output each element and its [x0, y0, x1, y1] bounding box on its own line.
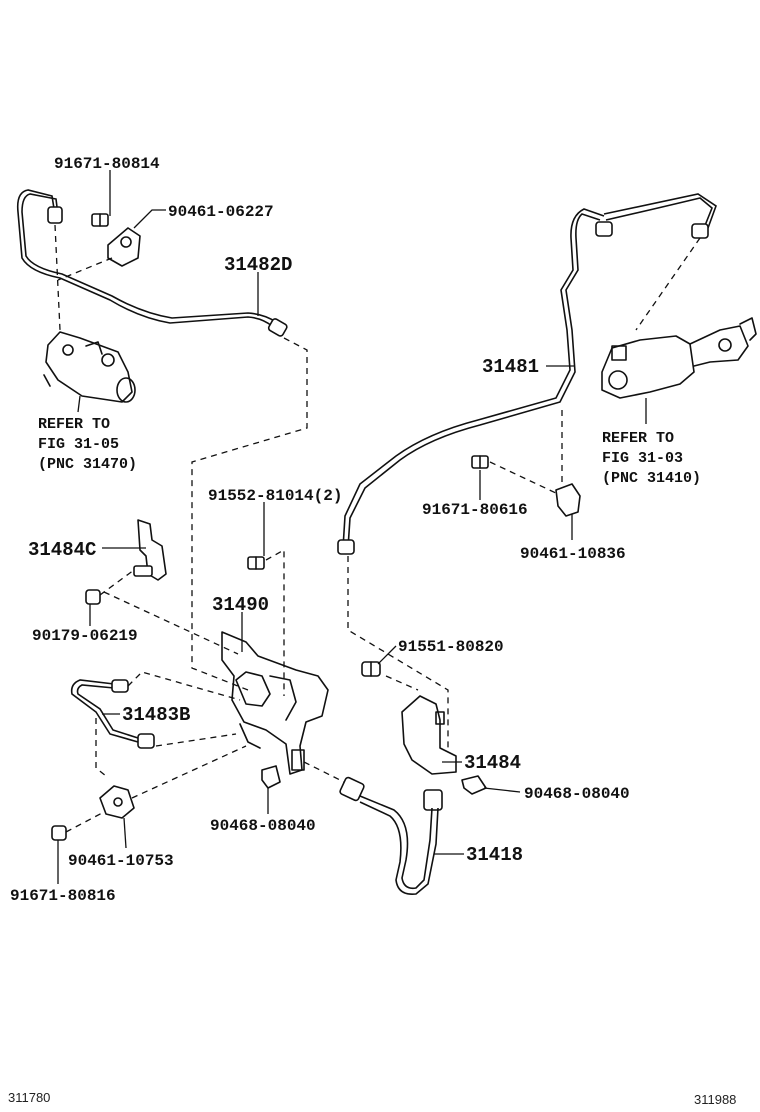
clip-90468-08040-b[interactable]	[461, 775, 487, 795]
dash-link-10	[127, 671, 241, 701]
label-31484: 31484	[464, 752, 521, 774]
label-90461-10753: 90461-10753	[68, 852, 174, 870]
label-31481: 31481	[482, 356, 539, 378]
dash-link-16	[385, 675, 419, 691]
clamp-90461-10836[interactable]	[555, 483, 581, 517]
refer-left-line1: REFER TO	[38, 416, 110, 433]
label-90461-10836: 90461-10836	[520, 545, 626, 563]
dash-link-15	[347, 556, 449, 750]
hose-31418[interactable]	[339, 776, 443, 896]
label-91671-80816: 91671-80816	[10, 887, 116, 905]
dash-link-17	[303, 761, 345, 783]
bolt-91551-80820[interactable]	[361, 661, 381, 677]
release-cylinder[interactable]	[43, 331, 136, 403]
bolt-91671-80814[interactable]	[91, 213, 109, 227]
label-31418: 31418	[466, 844, 523, 866]
dash-link-5	[489, 461, 559, 495]
tube-31481[interactable]	[337, 193, 717, 555]
tube-31483b[interactable]	[70, 679, 155, 749]
leader-90461-06227	[133, 209, 166, 229]
label-91671-80814: 91671-80814	[54, 155, 160, 173]
clamp-90461-06227[interactable]	[107, 227, 141, 267]
refer-left-line2: FIG 31-05	[38, 436, 119, 453]
label-31484c: 31484C	[28, 539, 96, 561]
dash-link-7	[99, 569, 135, 596]
dash-link-14	[65, 811, 105, 833]
leader-90461-10753	[123, 817, 127, 849]
leader-91551-80820	[377, 645, 397, 665]
dash-link-11	[155, 733, 237, 747]
bracket-31484c[interactable]	[137, 519, 167, 581]
footer-right-code: 311988	[694, 1092, 736, 1107]
dash-link-13	[131, 745, 247, 799]
dash-link-12	[95, 718, 107, 777]
master-cylinder[interactable]	[601, 317, 757, 399]
label-90179-06219: 90179-06219	[32, 627, 138, 645]
refer-left-line3: (PNC 31470)	[38, 456, 137, 473]
label-31490: 31490	[212, 594, 269, 616]
bolt-91671-80816[interactable]	[51, 825, 67, 841]
bracket-31490[interactable]	[221, 631, 329, 775]
clamp-90461-10753[interactable]	[99, 785, 135, 819]
footer-left-code: 311780	[8, 1090, 50, 1105]
dash-link-2	[57, 257, 113, 281]
label-90461-06227: 90461-06227	[168, 203, 274, 221]
bolt-91671-80616[interactable]	[471, 455, 489, 469]
label-91551-80820: 91551-80820	[398, 638, 504, 656]
label-90468-08040-b: 90468-08040	[524, 785, 630, 803]
bolt-91552-81014[interactable]	[247, 556, 265, 570]
refer-right-line1: REFER TO	[602, 430, 674, 447]
label-90468-08040-a: 90468-08040	[210, 817, 316, 835]
clip-90468-08040-a[interactable]	[261, 765, 281, 789]
dash-link-9	[265, 548, 285, 696]
label-91671-80616: 91671-80616	[422, 501, 528, 519]
label-31482d: 31482D	[224, 254, 292, 276]
tube-31482d[interactable]	[16, 189, 288, 337]
dash-link-3	[191, 337, 308, 691]
dash-link-8	[103, 591, 239, 655]
bolt-90179-06219[interactable]	[85, 589, 101, 605]
refer-right-line2: FIG 31-03	[602, 450, 683, 467]
dash-link-4	[635, 237, 701, 331]
leader-refer-left	[77, 395, 81, 413]
leader-90468-08040-b	[483, 787, 521, 793]
bracket-31484[interactable]	[401, 695, 457, 775]
label-91552-81014: 91552-81014(2)	[208, 487, 342, 505]
refer-right-line3: (PNC 31410)	[602, 470, 701, 487]
label-31483b: 31483B	[122, 704, 190, 726]
stud-31484c[interactable]	[133, 565, 153, 577]
